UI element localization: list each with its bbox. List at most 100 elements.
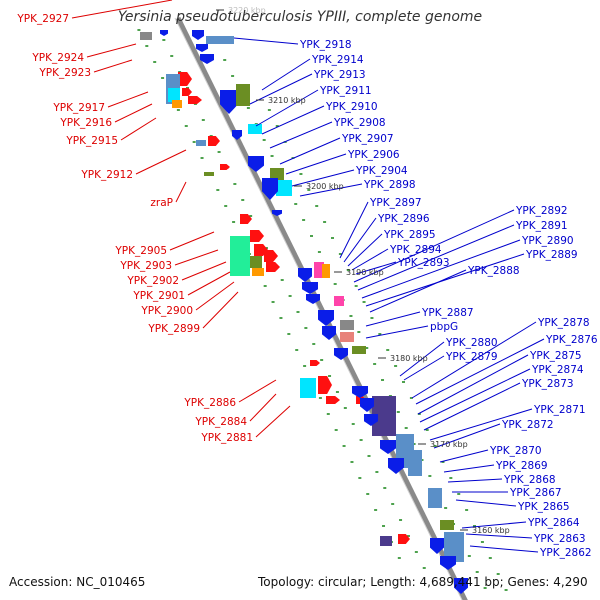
track-dot [375,471,379,473]
gene-label-right: YPK_2889 [525,249,578,261]
track-dot [414,551,418,553]
leader-line-right [261,58,311,91]
track-dot [330,237,334,239]
gene-label-right: YPK_2876 [545,334,598,346]
leader-line-left [71,0,173,19]
gene-purple [380,536,392,546]
gene-red [326,396,340,404]
leader-line-right [365,311,421,327]
track-dot [176,109,180,111]
gene-label-right: YPK_2891 [515,220,568,232]
leader-line-left [114,103,153,123]
leader-line-left [86,43,137,58]
gene-steelblue [206,36,234,44]
track-dot [318,397,322,399]
kbp-tick-label: 3200 kbp [306,182,344,191]
gene-blue [454,578,468,594]
track-dot [483,587,487,589]
gene-blue-shape [352,386,368,398]
gene-cyan-shape [276,180,292,196]
track-dot [397,557,401,559]
gene-label-right: YPK_2874 [531,364,584,376]
gene-label-right: YPK_2918 [299,39,352,51]
gene-label-left: YPK_2899 [147,323,200,335]
track-dot [233,183,237,185]
leader-line-right [361,239,521,299]
gene-blue-shape [318,310,334,326]
gene-olive [204,172,214,176]
gene-pink-shape [334,296,344,306]
gene-label-right: YPK_2896 [377,213,430,225]
track-dot [374,509,378,511]
track-dot [386,349,390,351]
track-dot [444,507,448,509]
gene-label-right: YPK_2867 [509,487,562,499]
gene-steelblue [196,140,206,146]
track-dot [391,503,395,505]
leader-line-right [411,321,537,399]
gene-label-left: YPK_2903 [119,260,172,272]
gene-blue-shape [272,210,282,216]
track-dot [294,203,298,205]
track-dot [367,455,371,457]
gene-steelblue-shape [428,488,442,508]
leader-line-right [351,248,389,271]
track-dot [417,413,421,415]
gene-blue [440,556,456,570]
gene-label-right: YPK_2894 [389,244,442,256]
gene-label-right: YPK_2910 [325,101,378,113]
leader-line-right [403,355,445,381]
gene-steelblue [428,488,442,508]
gene-label-right: YPK_2879 [445,351,498,363]
gene-red [178,72,192,86]
gene-label-right: YPK_2906 [347,149,400,161]
track-dot [449,477,453,479]
gene-orange [252,268,264,276]
gene-blue [200,54,214,64]
gene-red [182,88,192,96]
track-dot [153,61,157,63]
gene-blue [302,282,318,294]
gene-red-shape [326,396,340,404]
gene-label-right: YPK_2865 [517,501,570,513]
track-dot [280,279,284,281]
gene-olive [440,520,454,530]
accession-text: Accession: NC_010465 [9,575,146,589]
track-dot [303,365,307,367]
gene-steelblue-shape [206,36,234,44]
leader-line-left [169,231,215,251]
gene-label-right: YPK_2862 [539,547,592,559]
leader-line-right [291,169,355,187]
gene-blue-shape [440,556,456,570]
gene-cyan-shape [168,88,180,102]
gene-label-right: YPK_2878 [537,317,590,329]
gene-orange-shape [172,100,182,108]
gene-blue [364,414,378,426]
gene-label-right: YPK_2887 [421,307,474,319]
leader-line-right [355,261,397,275]
gene-steelblue-shape [196,140,206,146]
gene-olive [250,256,262,268]
gene-blue-shape [388,458,404,474]
gene-blue-shape [220,90,238,114]
track-dot [335,391,339,393]
track-dot [402,381,406,383]
leader-line-left [187,271,231,296]
track-dot [328,375,332,377]
track-dot [343,407,347,409]
gene-blue-small-shape [160,30,168,36]
track-dot [358,477,362,479]
track-dot [428,475,432,477]
gene-label-right: YPK_2907 [341,133,394,145]
gene-blue [352,386,368,398]
track-dot [373,363,377,365]
gene-label-right: YPK_2893 [397,257,450,269]
track-dot [425,429,429,431]
leader-line-right [461,521,527,529]
track-dot [433,445,437,447]
gene-blue-shape [302,282,318,294]
gene-label-left: YPK_2884 [194,416,247,428]
gene-steelblue-shape [444,532,464,562]
gene-label-right: YPK_2890 [521,235,574,247]
gene-blue [220,90,238,114]
